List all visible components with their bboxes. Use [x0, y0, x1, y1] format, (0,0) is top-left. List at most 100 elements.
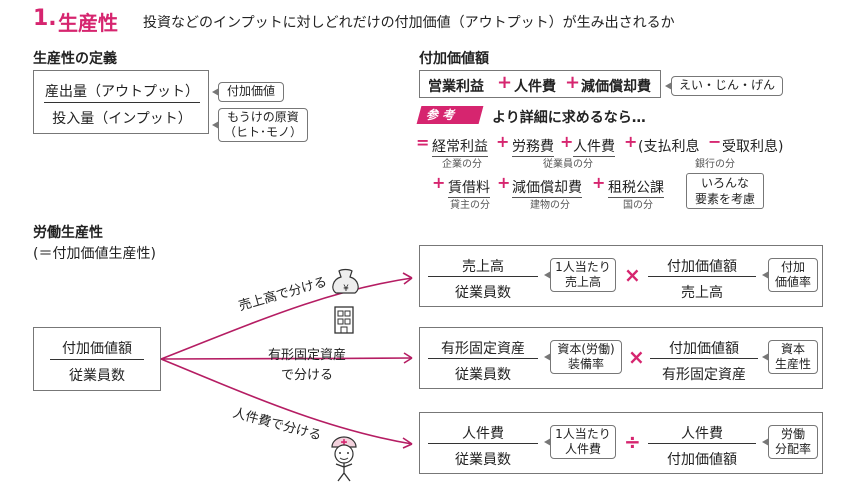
decomposition-row-personnel: 人件費 従業員数 1人当たり 人件費 ÷ 人件費 付加価値額 労働 分配率: [419, 412, 823, 474]
term-taxes: 租税公課: [608, 177, 664, 198]
decomposition-row-sales: 売上高 従業員数 1人当たり 売上高 × 付加価値額 売上高 付加 価値率: [419, 245, 823, 307]
root-fraction-box: 付加価値額 従業員数: [33, 327, 161, 391]
multiply-op: ×: [628, 345, 645, 369]
definition-box: 産出量（アウトプット） 投入量（インプット）: [33, 70, 209, 134]
term-personnel-cost: 人件費: [514, 79, 556, 95]
row1-b-denominator: 売上高: [681, 285, 723, 301]
multiply-op: ×: [624, 263, 641, 287]
value-added-heading: 付加価値額: [419, 51, 489, 67]
plus-op: +: [432, 173, 446, 192]
row2-a-denominator: 従業員数: [455, 367, 511, 383]
fraction-line: [428, 276, 538, 277]
fraction-line: [648, 276, 756, 277]
term-labor-cost: 労務費: [512, 136, 554, 157]
svg-text:✚: ✚: [341, 438, 348, 447]
row2-note-b-line1: 資本: [780, 342, 805, 356]
section-subtitle: 投資などのインプットに対しどれだけの付加価値（アウトプット）が生み出されるか: [143, 15, 675, 31]
minus-op: −: [708, 132, 722, 151]
yen-money-bag-icon: ¥: [332, 268, 359, 294]
fraction-line: [428, 443, 538, 444]
worker-person-icon: ✚: [331, 436, 357, 482]
row3-a-denominator: 従業員数: [455, 452, 511, 468]
definition-heading: 生産性の定義: [33, 51, 117, 67]
row2-b-denominator: 有形固定資産: [662, 367, 746, 383]
row2-note-b-line2: 生産性: [774, 357, 811, 371]
row2-note-a: 資本(労働) 装備率: [544, 340, 622, 374]
term-interest-paid: (支払利息: [638, 139, 700, 155]
row1-note-b: 付加 価値率: [762, 258, 818, 292]
note-value-added: 付加価値: [212, 82, 284, 102]
row2-b-numerator: 付加価値額: [669, 341, 739, 357]
term-operating-profit: 営業利益: [428, 79, 484, 95]
row1-a-denominator: 従業員数: [455, 285, 511, 301]
term-ordinary-profit: 経常利益: [432, 136, 488, 157]
plus-op: +: [560, 132, 574, 151]
row1-note-a-line2: 売上高: [564, 275, 601, 289]
row3-note-a: 1人当たり 人件費: [544, 425, 616, 459]
branch-arrow-3: [160, 358, 413, 445]
plus-op: +: [497, 72, 513, 93]
decomposition-row-fixed-assets: 有形固定資産 従業員数 資本(労働) 装備率 × 付加価値額 有形固定資産 資本…: [419, 327, 823, 389]
sub-country: 国の分: [623, 200, 653, 211]
branch-arrow-2: [160, 357, 413, 360]
sub-bank: 銀行の分: [695, 159, 735, 170]
note-source-line2: （ヒト･モノ）: [223, 125, 302, 139]
reference-text: より詳細に求めるなら…: [492, 110, 646, 126]
branch-label-fixed-assets-2: で分ける: [280, 368, 333, 383]
plus-op: +: [565, 72, 581, 93]
sub-company: 企業の分: [442, 159, 482, 170]
arrowhead: [403, 352, 413, 364]
divide-op: ÷: [624, 430, 641, 454]
term-depreciation: 減価償却費: [581, 79, 651, 95]
factors-note-line2: 要素を考慮: [694, 192, 755, 206]
equals-op: =: [416, 133, 430, 152]
row3-note-b-line2: 分配率: [774, 442, 811, 456]
definition-numerator: 産出量（アウトプット）: [45, 84, 199, 100]
branch-arrow-1: [160, 277, 413, 360]
row2-a-numerator: 有形固定資産: [441, 341, 525, 357]
value-added-formula-box: 営業利益 + 人件費 + 減価償却費: [419, 70, 661, 98]
row2-note-a-line2: 装備率: [567, 357, 604, 371]
row1-b-numerator: 付加価値額: [667, 259, 737, 275]
term-interest-received: 受取利息): [722, 139, 784, 155]
definition-denominator: 投入量（インプット）: [52, 111, 192, 127]
arrowhead: [402, 437, 413, 449]
row3-a-numerator: 人件費: [462, 426, 504, 442]
plus-op: +: [496, 132, 510, 151]
row3-b-numerator: 人件費: [681, 426, 723, 442]
fraction-line: [44, 102, 200, 103]
branch-label-fixed-assets-1: 有形固定資産: [267, 348, 346, 363]
note-source-line1: もうけの原資: [227, 110, 299, 124]
fraction-line: [50, 359, 144, 360]
fraction-line: [648, 443, 756, 444]
section-title: 生産性: [58, 11, 118, 35]
row3-note-a-line1: 1人当たり: [555, 427, 611, 441]
svg-text:¥: ¥: [343, 284, 349, 294]
note-source: もうけの原資 （ヒト･モノ）: [212, 108, 308, 142]
labor-subheading: (＝付加価値生産性): [33, 246, 156, 262]
mnemonic-note: えい・じん・げん: [665, 76, 783, 96]
sub-landlord: 貸主の分: [450, 200, 490, 211]
row1-note-b-line2: 価値率: [774, 275, 811, 289]
plus-op: +: [624, 132, 638, 151]
term-personnel-cost: 人件費: [573, 136, 615, 157]
section-number: 1.: [33, 6, 57, 31]
row1-note-a: 1人当たり 売上高: [544, 258, 616, 292]
term-depreciation: 減価償却費: [512, 177, 582, 198]
sub-employees: 従業員の分: [543, 159, 593, 170]
term-rent: 賃借料: [448, 177, 490, 198]
row3-b-denominator: 付加価値額: [667, 452, 737, 468]
arrowhead: [402, 272, 413, 285]
plus-op: +: [497, 173, 511, 192]
row3-note-a-line2: 人件費: [564, 442, 601, 456]
labor-heading: 労働生産性: [33, 225, 103, 241]
root-numerator: 付加価値額: [62, 341, 132, 357]
fraction-line: [650, 358, 758, 359]
row2-note-a-line1: 資本(労働): [557, 342, 615, 356]
fraction-line: [428, 358, 538, 359]
plus-op: +: [592, 173, 606, 192]
office-building-icon: [334, 306, 354, 334]
root-denominator: 従業員数: [69, 368, 125, 384]
row1-a-numerator: 売上高: [462, 259, 504, 275]
